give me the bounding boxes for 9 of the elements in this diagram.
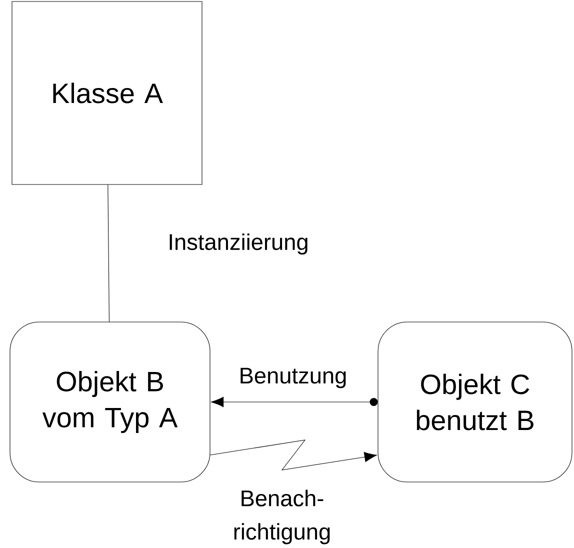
edge-label: Instanziierung	[170, 233, 308, 255]
rounded-box: Objekt C benutzt B	[378, 322, 572, 482]
rounded-box: Objekt B vom Typ A	[10, 322, 210, 482]
class-box: Klasse A	[12, 1, 202, 185]
lightning-arrow	[210, 440, 377, 470]
arrow	[211, 396, 378, 408]
edge-label: Benach- richtigung	[234, 490, 330, 544]
connector-line	[108, 184, 110, 322]
edge-label: Benutzung	[240, 368, 346, 388]
